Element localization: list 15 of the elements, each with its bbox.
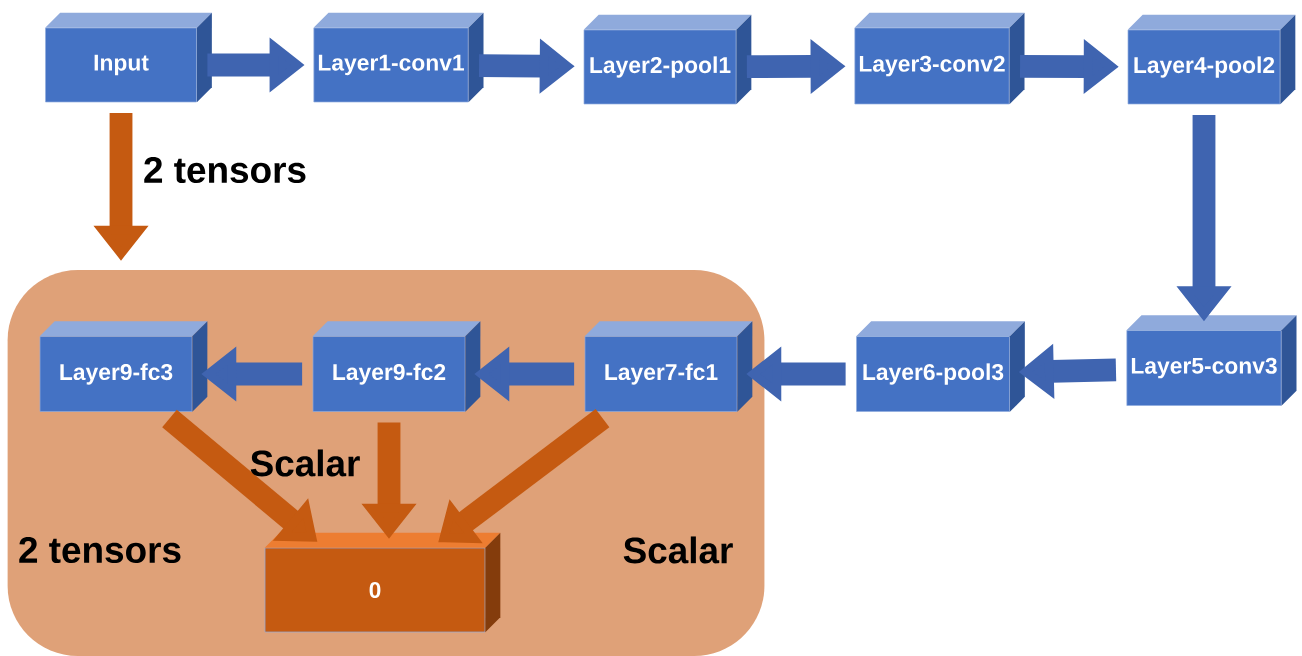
cuboid-box: Layer6-pool3 [856,321,1025,412]
cuboid-box: Input [45,12,212,103]
cuboid-box: 0 [264,532,501,633]
edge-label: Scalar [250,449,360,477]
cuboid-box: Layer3-conv2 [854,12,1025,105]
edge-label: 2 tensors [19,536,181,564]
cuboid-box: Layer9-fc3 [39,321,208,412]
cuboid-box: Layer1-conv1 [313,12,484,103]
cuboid-box: Layer5-conv3 [1126,315,1297,406]
cuboid-box: Layer2-pool1 [583,14,752,105]
cuboid-box: Layer7-fc1 [584,321,753,412]
edge-label: Scalar [623,536,733,564]
cuboid-box: Layer9-fc2 [312,321,481,412]
cuboid-box: Layer4-pool2 [1127,14,1296,105]
edge-label: 2 tensors [144,156,306,184]
